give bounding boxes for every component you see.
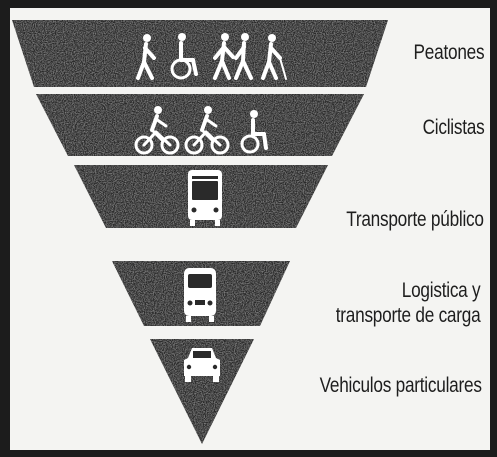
pedestrian-icon (136, 34, 156, 80)
label-line: transporte de carga (335, 304, 480, 327)
bus-icon (188, 170, 222, 226)
pedestrian-icon (234, 33, 253, 80)
truck-icon (184, 268, 216, 322)
label-line: Vehiculos particulares (319, 374, 482, 397)
label-pedestrians: Peatones (413, 40, 484, 65)
label-line: Logistica y (401, 279, 480, 302)
cyclist-icon (184, 106, 230, 155)
label-line: Transporte público (346, 208, 484, 231)
tier-pedestrians (12, 20, 388, 87)
wheelchair-user-icon (170, 33, 198, 80)
tier-public-transport (74, 165, 328, 228)
cyclist-icon (134, 106, 180, 155)
label-public-transport: Transporte público (346, 207, 484, 232)
mobility-pyramid (12, 20, 388, 444)
tier-logistics (112, 261, 290, 326)
car-icon (184, 348, 220, 382)
label-line: Ciclistas (422, 116, 484, 139)
label-private-vehicles: Vehiculos particulares (320, 373, 482, 398)
pedestrian-icon (213, 33, 235, 80)
cane-user-icon (261, 34, 287, 80)
tier-private-vehicles (150, 339, 254, 444)
label-logistics: Logistica y transporte de carga (335, 278, 480, 328)
label-line: Peatones (413, 41, 484, 64)
tier-cyclists (36, 94, 364, 156)
label-cyclists: Ciclistas (422, 115, 484, 140)
wheelchair-user-icon (240, 110, 268, 154)
diagram-panel: Peatones Ciclistas Transporte público Lo… (10, 8, 490, 450)
